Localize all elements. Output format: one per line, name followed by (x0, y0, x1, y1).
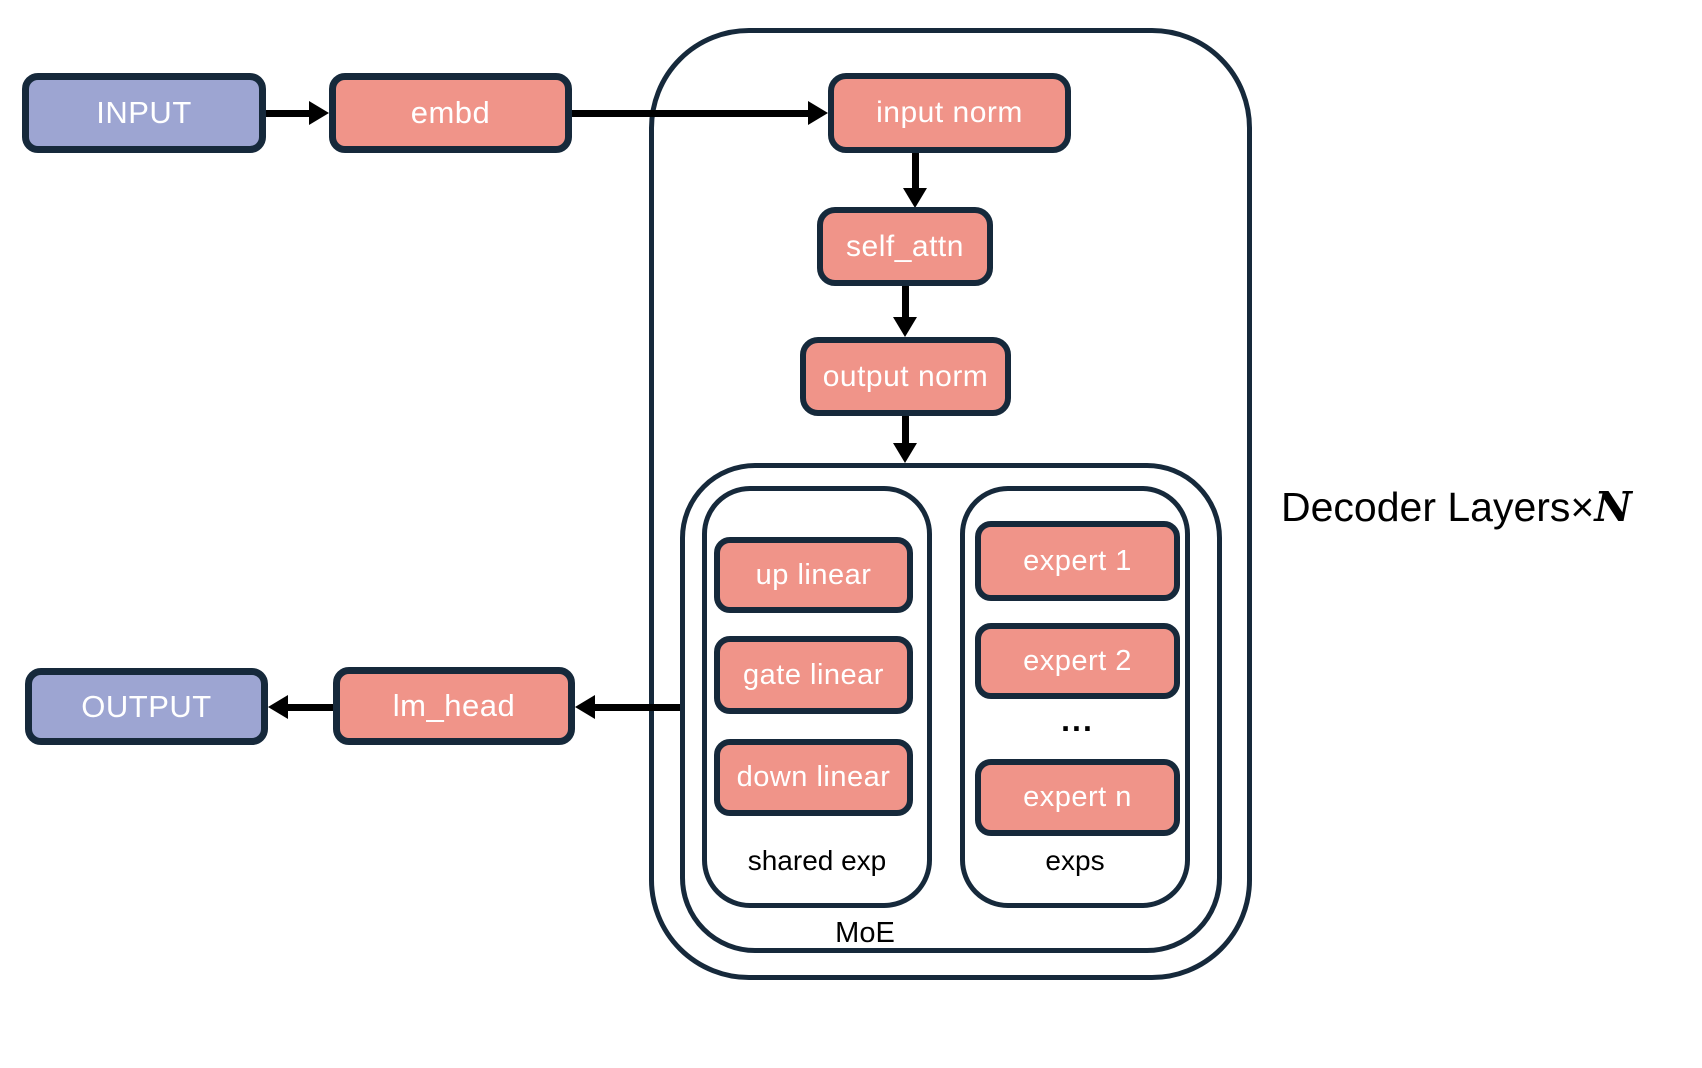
experts-ellipsis: ... (1061, 702, 1094, 738)
input-norm-node-label: input norm (876, 96, 1023, 129)
expert-n-label: expert n (1023, 781, 1132, 813)
input-norm-node: input norm (828, 73, 1071, 153)
arrow-head (575, 695, 595, 719)
output-norm-node: output norm (800, 337, 1011, 416)
down-linear-node: down linear (714, 739, 913, 816)
decoder-layers-caption: Decoder Layers×N (1281, 483, 1632, 531)
shared-exp-container (702, 486, 932, 908)
arrow-line (902, 286, 909, 320)
output-node: OUTPUT (25, 668, 268, 745)
moe-container (680, 463, 1222, 953)
expert-2-label: expert 2 (1023, 644, 1132, 677)
arrow-line (595, 704, 680, 711)
exps-container (960, 486, 1190, 908)
shared-exp-caption: shared exp (747, 845, 887, 876)
up-linear-label: up linear (755, 558, 872, 591)
embd-node: embd (329, 73, 572, 153)
lm-head-node-label: lm_head (392, 688, 516, 723)
up-linear-node: up linear (714, 537, 913, 613)
output-node-label: OUTPUT (81, 688, 212, 724)
self-attn-node: self_attn (817, 207, 993, 286)
arrow-head (893, 443, 917, 463)
input-node-label: INPUT (96, 95, 192, 130)
arrow-head (808, 101, 828, 125)
output-norm-node-label: output norm (822, 359, 989, 393)
arrow-line (912, 153, 919, 190)
decoder-layers-caption-text: Decoder Layers× (1281, 484, 1595, 530)
arrow-head (268, 695, 288, 719)
arrow-line (902, 416, 909, 445)
gate-linear-node: gate linear (714, 636, 913, 714)
arrow-head (893, 317, 917, 337)
arrow-line (286, 704, 333, 711)
expert-1-node: expert 1 (975, 521, 1180, 601)
embd-node-label: embd (410, 95, 491, 130)
moe-caption: MoE (835, 917, 895, 949)
arrow-head (309, 101, 329, 125)
decoder-layers-container (649, 28, 1252, 980)
self-attn-node-label: self_attn (846, 229, 964, 263)
expert-n-node: expert n (975, 759, 1180, 836)
expert-2-node: expert 2 (975, 623, 1180, 699)
arrow-line (266, 110, 311, 117)
gate-linear-label: gate linear (743, 658, 884, 691)
expert-1-label: expert 1 (1023, 544, 1132, 577)
lm-head-node: lm_head (333, 667, 575, 745)
arrow-line (572, 110, 810, 117)
decoder-layers-n: N (1594, 483, 1632, 531)
input-node: INPUT (22, 73, 266, 153)
exps-caption: exps (1045, 845, 1105, 876)
arrow-head (903, 188, 927, 208)
down-linear-label: down linear (736, 761, 891, 793)
